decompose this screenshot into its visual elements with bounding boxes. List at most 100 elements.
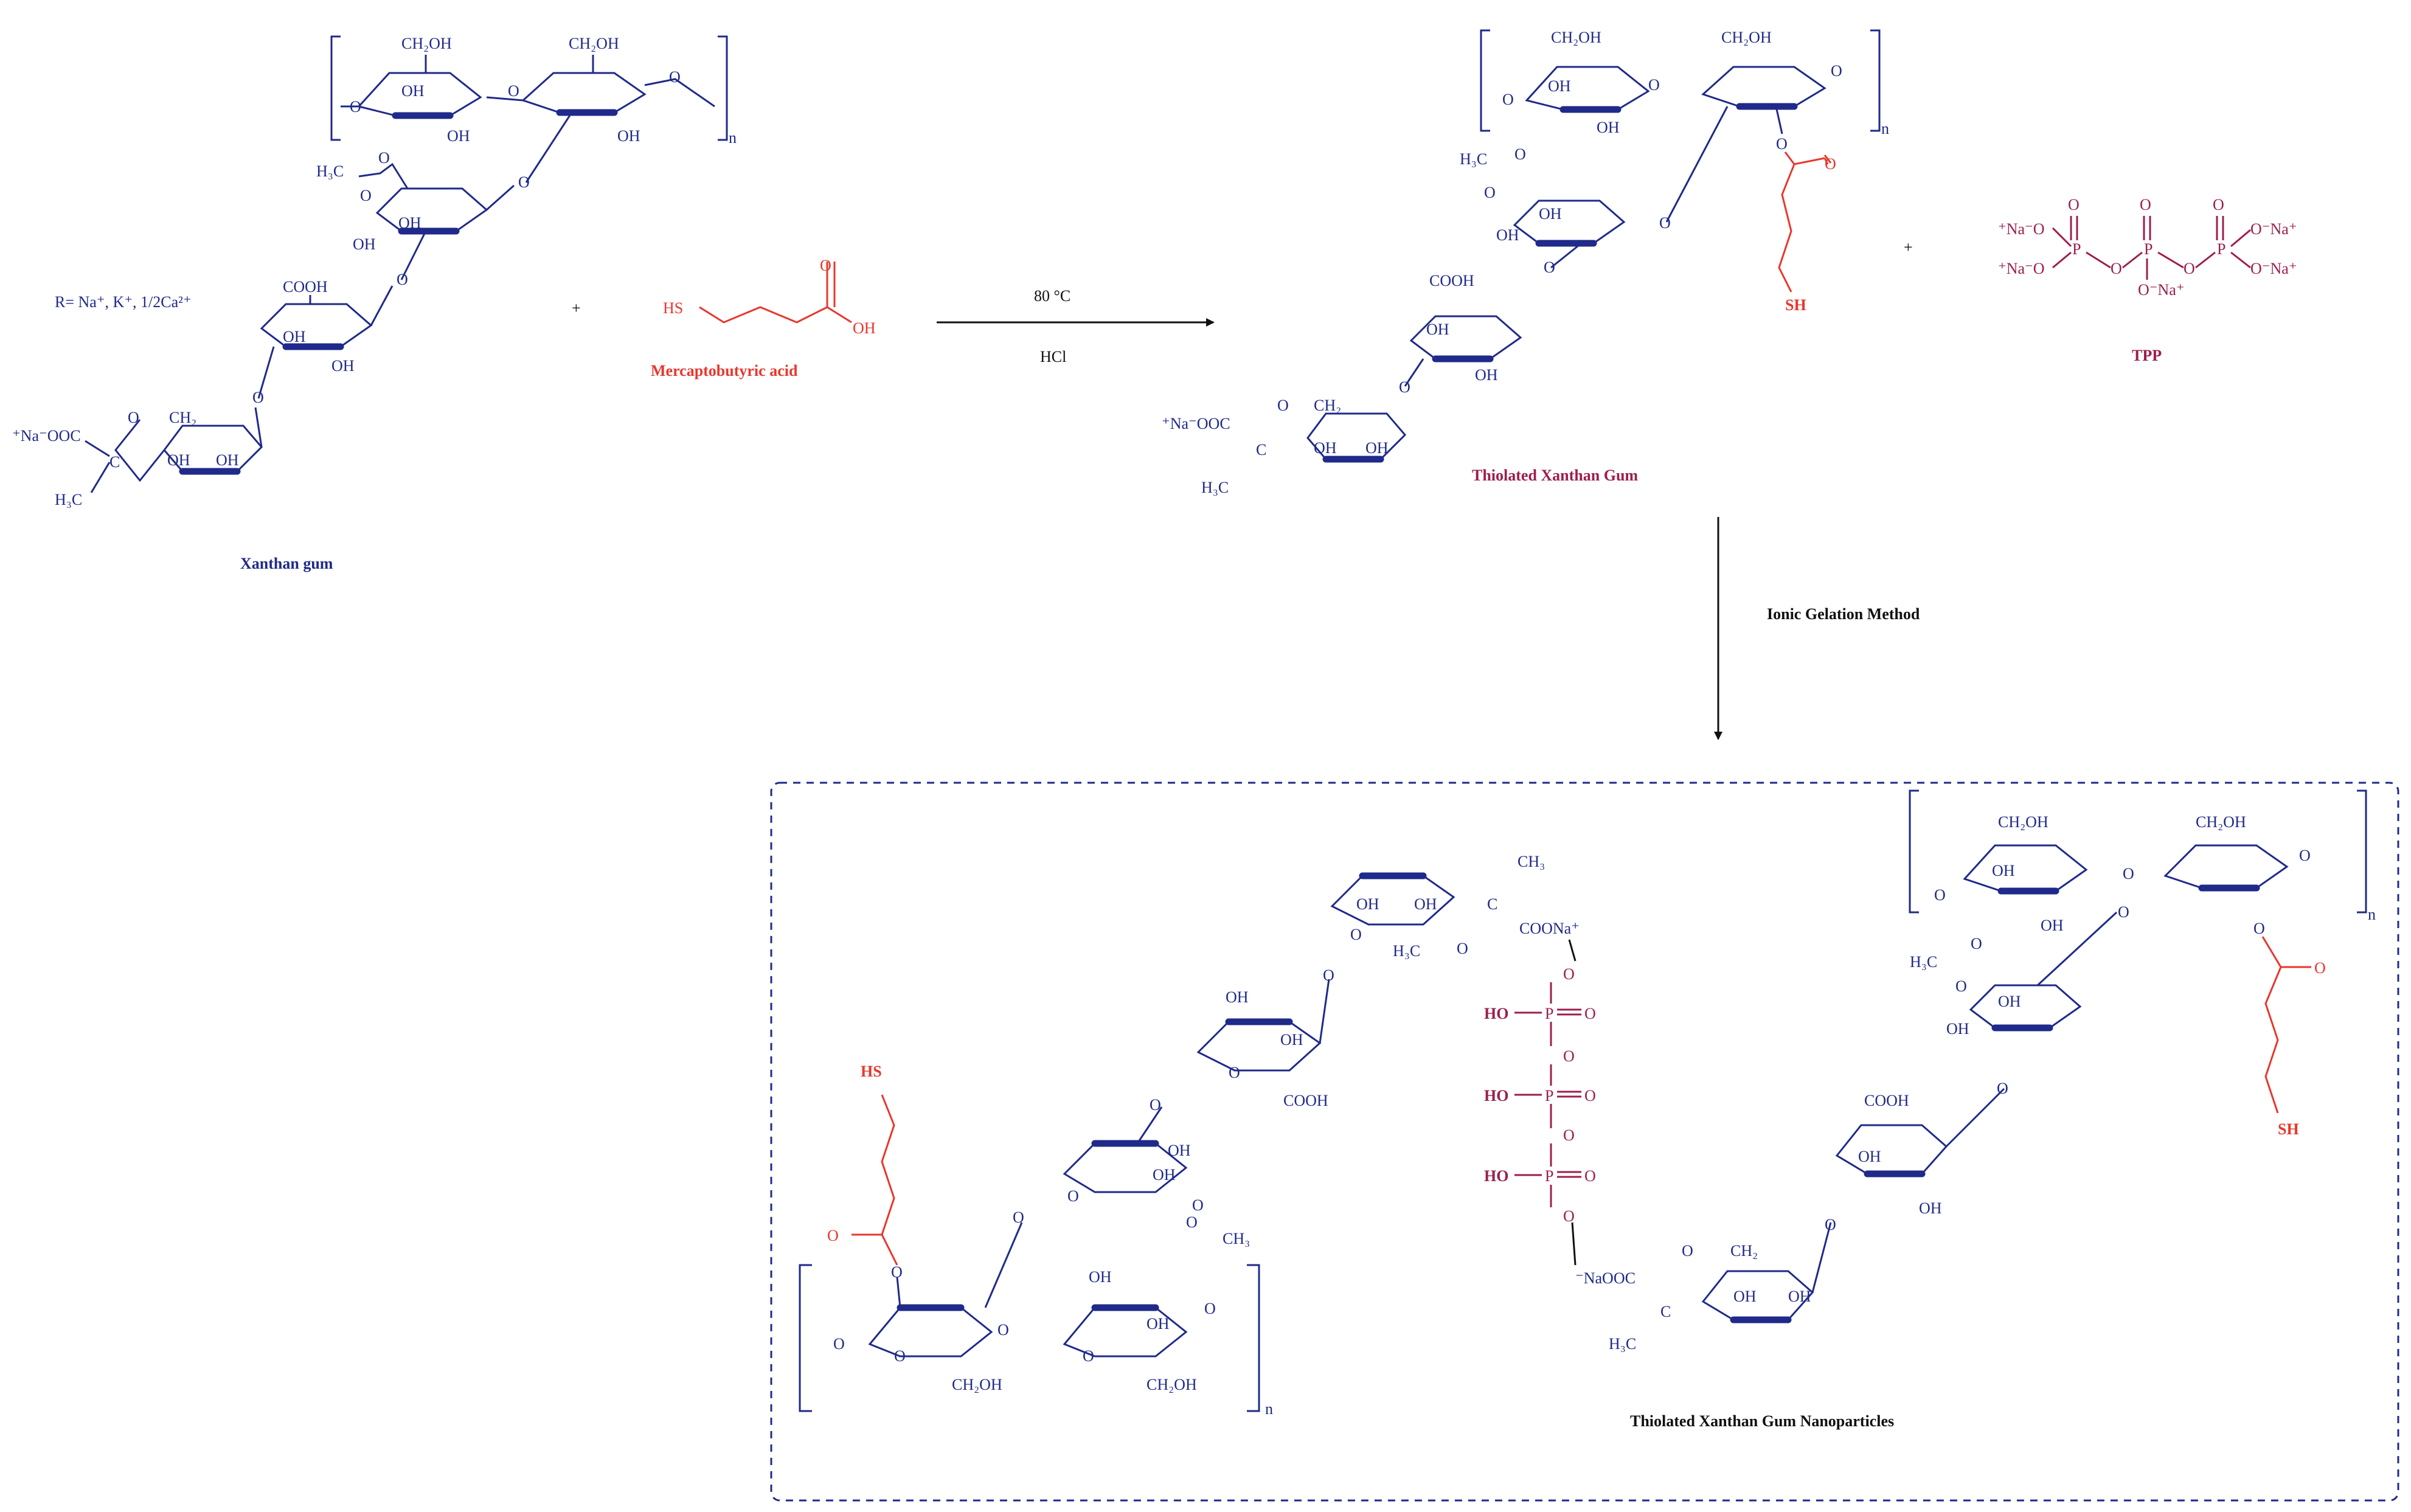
svg-text:OH: OH	[1597, 119, 1620, 136]
svg-text:OH: OH	[1992, 862, 2015, 879]
svg-text:CH₂: CH₂	[169, 409, 196, 426]
side-chain-bond-1	[525, 112, 573, 183]
condition-temperature: 80 °C	[1034, 287, 1070, 305]
svg-text:O: O	[1229, 1064, 1240, 1081]
nano-right-side-ring-pyruvate: O CH₂ OH OH C H₃C	[1609, 1242, 1814, 1353]
svg-text:CH₂: CH₂	[1314, 397, 1341, 414]
svg-text:OH: OH	[1539, 205, 1562, 223]
mercaptobutyric-acid-label: Mercaptobutyric acid	[651, 362, 798, 380]
polymer-bracket-left	[330, 35, 341, 141]
svg-text:HO: HO	[1484, 1167, 1508, 1185]
polymer-bracket-right	[718, 35, 728, 141]
xanthan-gum-structure: n CH₂OH OH OH O O CH₂OH OH O O	[12, 35, 737, 572]
thiol-side-ring-acetyl: H₃C O O OH OH	[1460, 145, 1626, 247]
nano-right-backbone-ring-1: CH₂OH OH OH O	[1934, 813, 2088, 934]
thiol-backbone-ring-2: O CH₂OH O O	[1648, 29, 1842, 153]
svg-text:H₃C: H₃C	[1910, 953, 1937, 971]
reaction-arrow-2: Ionic Gelation Method	[1714, 517, 1920, 740]
side-chain-bond-3	[257, 346, 275, 399]
svg-text:O: O	[1682, 1242, 1693, 1260]
svg-text:P: P	[2144, 240, 2153, 258]
svg-text:O: O	[1934, 886, 1946, 904]
svg-text:HO: HO	[1484, 1005, 1508, 1022]
svg-text:OH: OH	[398, 214, 421, 232]
nano-left-side-ring-pyruvate: OH OH O H₃C O C CH₃ COONa⁺	[1330, 853, 1580, 960]
svg-text:O: O	[1514, 145, 1526, 163]
svg-text:⁺Na⁻O: ⁺Na⁻O	[1998, 220, 2045, 238]
svg-text:O: O	[1659, 214, 1671, 232]
svg-text:OH: OH	[2041, 917, 2064, 934]
svg-text:O: O	[360, 187, 372, 204]
svg-text:HS: HS	[663, 299, 683, 317]
nano-left-side-ring-glucuronic: OH OH O COOH	[1196, 988, 1328, 1109]
svg-text:C: C	[1660, 1303, 1671, 1320]
svg-text:C: C	[1487, 895, 1497, 913]
svg-text:P: P	[1545, 1087, 1553, 1105]
nano-thiol-arm-right: O SH	[2261, 936, 2326, 1138]
svg-text:OH: OH	[1919, 1199, 1942, 1217]
svg-text:O: O	[2118, 903, 2129, 921]
svg-text:O: O	[1563, 965, 1575, 983]
svg-text:H₃C: H₃C	[1609, 1335, 1636, 1353]
svg-text:O: O	[2184, 260, 2195, 277]
svg-text:O: O	[1997, 1080, 2008, 1097]
svg-text:⁺Na⁻O: ⁺Na⁻O	[1998, 260, 2045, 277]
svg-text:⁻NaOOC: ⁻NaOOC	[1575, 1269, 1636, 1287]
svg-text:H₃C: H₃C	[316, 162, 344, 180]
svg-text:O: O	[1277, 397, 1289, 414]
svg-text:O: O	[1971, 935, 1982, 952]
svg-text:SH: SH	[2278, 1120, 2299, 1138]
svg-text:CH₃: CH₃	[1518, 853, 1545, 870]
svg-text:OH: OH	[1365, 439, 1389, 457]
svg-text:O: O	[1563, 1126, 1575, 1144]
svg-text:OH: OH	[331, 357, 355, 375]
svg-text:CH₃: CH₃	[1223, 1230, 1250, 1247]
svg-text:CH₂OH: CH₂OH	[1721, 29, 1772, 46]
svg-text:O: O	[1457, 940, 1468, 957]
svg-text:OH: OH	[1496, 226, 1519, 244]
svg-text:O: O	[128, 409, 139, 426]
svg-text:P: P	[1545, 1167, 1553, 1185]
svg-text:O: O	[1013, 1209, 1024, 1226]
svg-text:HO: HO	[1484, 1087, 1508, 1105]
tpp-label: TPP	[2132, 347, 2162, 364]
nano-left-ring-1: O O CH₂OH O	[833, 1263, 1002, 1393]
svg-text:O: O	[2213, 196, 2224, 213]
side-ring-acetyl-mannose: H₃C O O OH OH	[316, 149, 515, 253]
svg-text:OH: OH	[1168, 1142, 1191, 1159]
nanoparticle-structure: n O O CH₂OH O O O OH OH CH₂OH O O HS	[799, 789, 2376, 1430]
svg-text:COONa⁺: COONa⁺	[1519, 920, 1580, 937]
svg-text:⁺Na⁻OOC: ⁺Na⁻OOC	[1162, 415, 1230, 432]
svg-text:OH: OH	[1998, 993, 2021, 1010]
svg-text:O: O	[1350, 926, 1362, 943]
svg-text:O: O	[1150, 1096, 1161, 1114]
svg-text:CH₂OH: CH₂OH	[1147, 1376, 1197, 1393]
svg-text:OH: OH	[353, 235, 376, 253]
svg-text:P: P	[2072, 240, 2081, 258]
svg-text:COOH: COOH	[1864, 1092, 1909, 1109]
svg-text:CH₂OH: CH₂OH	[401, 35, 452, 52]
svg-text:O: O	[997, 1321, 1009, 1339]
counter-ion-note: R= Na⁺, K⁺, 1/2Ca²⁺	[55, 293, 192, 311]
svg-text:OH: OH	[1226, 988, 1249, 1006]
nano-right-side-ring-glucuronic: COOH OH OH	[1835, 1092, 1948, 1217]
svg-text:O: O	[2314, 959, 2326, 977]
svg-text:O: O	[1323, 966, 1334, 984]
svg-text:H₃C: H₃C	[55, 491, 82, 508]
svg-text:SH: SH	[1785, 296, 1806, 314]
svg-text:CH₂OH: CH₂OH	[2196, 813, 2246, 831]
svg-text:O: O	[827, 1227, 839, 1244]
svg-text:O: O	[2253, 920, 2265, 937]
svg-text:P: P	[2217, 240, 2225, 258]
svg-text:HS: HS	[861, 1063, 882, 1080]
nano-right-backbone-ring-2: O CH₂OH O O	[2123, 813, 2311, 937]
svg-text:P: P	[1545, 1005, 1553, 1022]
svg-text:OH: OH	[216, 451, 239, 469]
svg-text:n: n	[1881, 120, 1889, 137]
svg-text:O: O	[1502, 91, 1514, 108]
svg-text:⁺Na⁻OOC: ⁺Na⁻OOC	[12, 427, 81, 445]
svg-text:OH: OH	[1733, 1288, 1757, 1305]
svg-text:O: O	[350, 98, 361, 116]
svg-text:O⁻Na⁺: O⁻Na⁺	[2138, 281, 2185, 299]
svg-text:OH: OH	[1153, 1166, 1176, 1184]
